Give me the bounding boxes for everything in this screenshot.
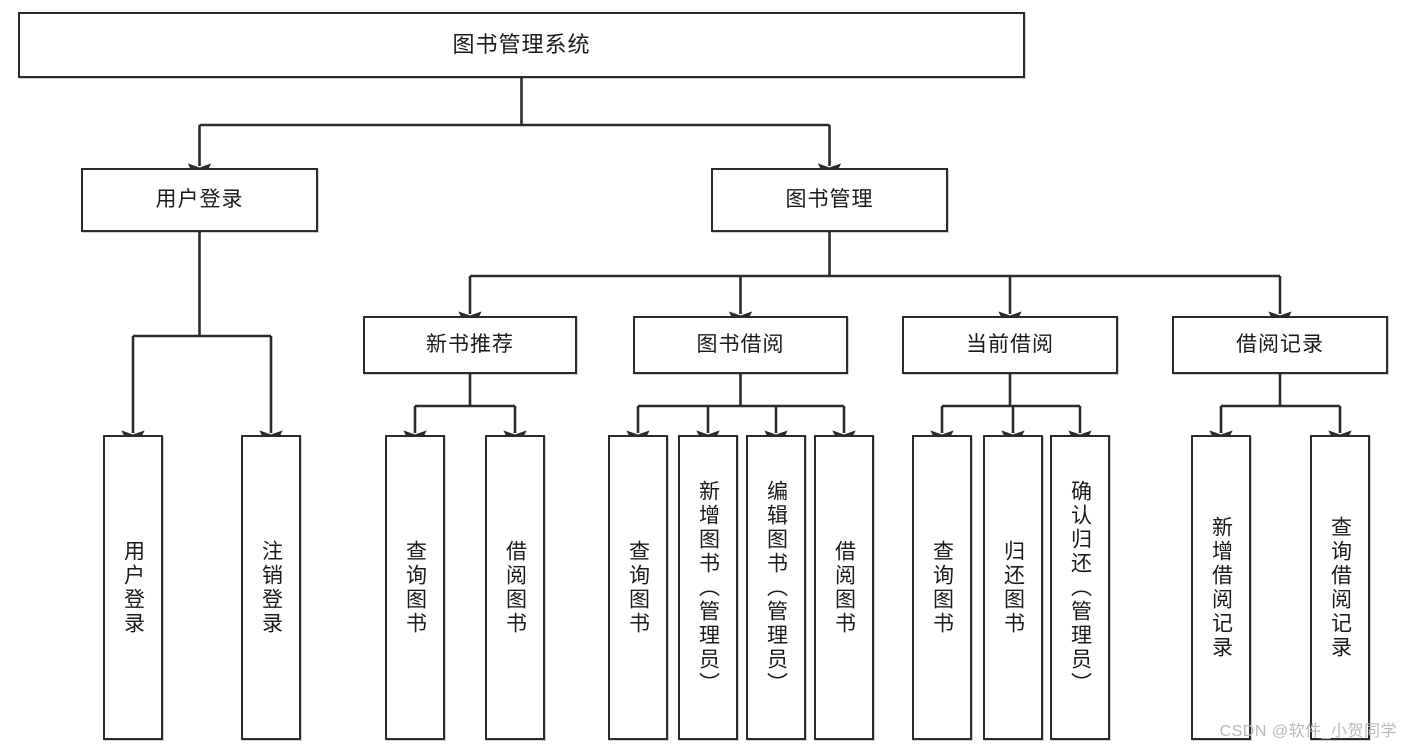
node-label: 新增借阅记录: [1209, 515, 1233, 660]
node-label: 查询图书: [930, 539, 954, 636]
node-label: 图书管理: [785, 187, 874, 211]
node-label: 查询借阅记录: [1328, 515, 1352, 660]
node-root[interactable]: 图书管理系统: [18, 12, 1025, 78]
node-lv2-login[interactable]: 用户登录: [81, 168, 318, 232]
node-label: 图书借阅: [696, 332, 785, 356]
node-leaf-7[interactable]: 编辑图书（管理员）: [746, 435, 806, 740]
node-label: 新增图书（管理员）: [696, 479, 720, 696]
node-label: 归还图书: [1001, 539, 1025, 636]
node-leaf-9[interactable]: 查询图书: [912, 435, 972, 740]
node-leaf-6[interactable]: 新增图书（管理员）: [678, 435, 738, 740]
node-label: 查询图书: [626, 539, 650, 636]
node-leaf-5[interactable]: 查询图书: [608, 435, 668, 740]
node-lv3-borrow[interactable]: 图书借阅: [633, 316, 848, 374]
edge-paths: [121, 78, 1352, 454]
node-leaf-11[interactable]: 确认归还（管理员）: [1050, 435, 1110, 740]
node-label: 编辑图书（管理员）: [764, 479, 788, 696]
node-label: 注销登录: [259, 539, 283, 636]
node-leaf-4[interactable]: 借阅图书: [485, 435, 545, 740]
node-lv2-books[interactable]: 图书管理: [711, 168, 948, 232]
node-leaf-10[interactable]: 归还图书: [983, 435, 1043, 740]
node-label: 新书推荐: [426, 332, 514, 356]
node-label: 借阅图书: [503, 539, 527, 636]
node-label: 用户登录: [121, 539, 145, 636]
node-leaf-12[interactable]: 新增借阅记录: [1191, 435, 1251, 740]
node-lv3-newbook[interactable]: 新书推荐: [363, 316, 577, 374]
node-label: 图书管理系统: [452, 32, 591, 58]
node-lv3-current[interactable]: 当前借阅: [902, 316, 1118, 374]
node-label: 当前借阅: [966, 332, 1054, 356]
node-leaf-3[interactable]: 查询图书: [385, 435, 445, 740]
node-label: 借阅图书: [832, 539, 856, 636]
watermark-text: CSDN @软件_小贺同学: [1219, 723, 1397, 740]
node-leaf-13[interactable]: 查询借阅记录: [1310, 435, 1370, 740]
node-leaf-8[interactable]: 借阅图书: [814, 435, 874, 740]
node-label: 查询图书: [403, 539, 427, 636]
node-leaf-1[interactable]: 用户登录: [103, 435, 163, 740]
node-label: 用户登录: [155, 187, 244, 211]
node-lv3-record[interactable]: 借阅记录: [1172, 316, 1388, 374]
node-label: 借阅记录: [1236, 332, 1324, 356]
node-label: 确认归还（管理员）: [1068, 479, 1092, 696]
node-leaf-2[interactable]: 注销登录: [241, 435, 301, 740]
